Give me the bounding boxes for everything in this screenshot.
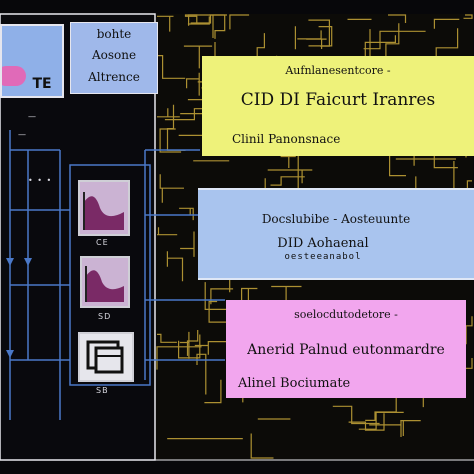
circuit-trace <box>164 108 204 121</box>
label-box-line-1: bohte <box>96 27 132 41</box>
circuit-trace <box>159 174 184 203</box>
circuit-trace <box>369 420 402 437</box>
circuit-trace <box>157 15 174 32</box>
circuit-trace <box>186 72 200 96</box>
yellow-box-top-text: Aufnlanesentcore - <box>285 64 391 77</box>
circuit-trace <box>187 16 210 25</box>
thumbnail-chart-2[interactable] <box>80 256 130 308</box>
circuit-trace <box>306 38 327 49</box>
circuit-trace <box>433 18 460 29</box>
yellow-info-box: Aufnlanesentcore - CID DI Faicurt Iranre… <box>202 56 474 156</box>
circuit-trace <box>186 330 199 356</box>
blue-box-bottom-text: oesteeanabol <box>284 252 362 262</box>
blue-info-box: Docslubibe - Aosteuunte DID Aohaenal oes… <box>198 188 474 280</box>
yellow-box-title: CID DI Faicurt Iranres <box>240 90 436 110</box>
pink-info-box: soelocdutodetore - Anerid Palnud eutonma… <box>226 300 466 398</box>
label-box-line-2: Aosone <box>91 48 137 62</box>
circuit-trace <box>178 334 201 359</box>
circuit-trace <box>400 420 421 436</box>
logo-glyph <box>2 66 26 86</box>
thumbnail-chart-1[interactable] <box>78 180 130 236</box>
circuit-trace <box>250 433 274 459</box>
circuit-trace <box>179 331 190 359</box>
thumbnail-caption: SD <box>98 312 112 321</box>
circuit-trace <box>308 19 330 47</box>
circuit-trace <box>365 391 397 421</box>
connector-wires <box>9 130 225 420</box>
circuit-trace <box>348 413 385 431</box>
thumbnail-window[interactable] <box>78 332 134 382</box>
circuit-trace <box>157 55 186 79</box>
circuit-trace <box>179 207 194 221</box>
circuit-trace <box>204 379 222 404</box>
thumbnail-caption: SB <box>96 386 109 395</box>
blue-box-title: DID Aohaenal <box>277 236 369 251</box>
circuit-trace <box>385 23 400 64</box>
yellow-box-bottom-text: Clinil Panonsnace <box>232 132 341 146</box>
circuit-trace <box>209 14 226 39</box>
circuit-trace <box>363 30 426 50</box>
circuit-trace <box>229 14 250 30</box>
circuit-trace <box>280 152 296 168</box>
circuit-trace <box>465 316 473 345</box>
chart-icon <box>82 258 128 306</box>
circuit-trace <box>270 176 305 186</box>
pink-box-title: Anerid Palnud eutonmardre <box>247 342 445 358</box>
circuit-trace <box>388 14 407 23</box>
circuit-trace <box>364 35 396 64</box>
circuit-trace <box>271 285 302 307</box>
pink-box-top-text: soelocdutodetore - <box>294 308 398 321</box>
blue-box-top-text: Docslubibe - Aosteuunte <box>261 212 411 226</box>
circuit-trace <box>157 108 180 118</box>
circuit-trace <box>180 231 195 257</box>
circuit-trace <box>433 150 458 169</box>
logo-box: TE <box>0 24 64 98</box>
circuit-trace <box>156 346 202 370</box>
label-box: bohte Aosone Altrence <box>70 22 158 94</box>
label-box-line-3: Altrence <box>88 70 140 84</box>
circuit-trace <box>194 341 231 355</box>
circuit-trace <box>267 169 313 184</box>
window-icon <box>86 340 124 374</box>
side-mark: — <box>18 130 27 139</box>
circuit-trace <box>157 333 177 343</box>
side-mark: — <box>28 112 37 121</box>
circuit-trace <box>183 45 213 69</box>
chart-icon <box>80 182 128 234</box>
circuit-trace <box>463 14 473 19</box>
circuit-trace <box>157 227 178 236</box>
logo-text: TE <box>32 76 52 92</box>
circuit-trace <box>166 251 184 282</box>
thumbnail-caption: CE <box>96 238 109 247</box>
circuit-trace <box>159 128 182 153</box>
circuit-trace <box>358 411 404 430</box>
pink-box-bottom-text: Alinel Bociumate <box>238 376 351 391</box>
circuit-trace <box>332 405 380 425</box>
side-mark: • • • <box>28 176 53 185</box>
